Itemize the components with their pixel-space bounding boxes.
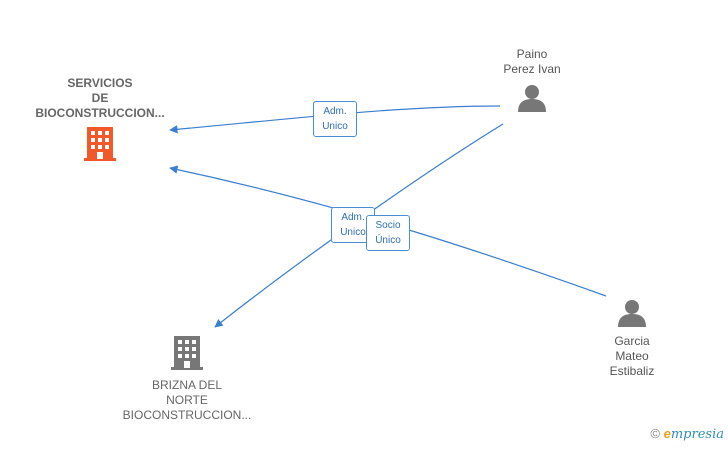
edge-label-adm-unico: Adm. Unico (313, 101, 357, 137)
company-name: BRIZNA DEL NORTE BIOCONSTRUCCION... (122, 378, 252, 422)
person-node-paino[interactable]: Paino Perez Ivan (480, 47, 584, 118)
person-name: Paino Perez Ivan (503, 47, 561, 76)
person-icon (518, 85, 546, 112)
company-name: SERVICIOS DE BIOCONSTRUCCION... (35, 76, 165, 120)
building-icon (171, 336, 203, 370)
company-node-servicios[interactable]: SERVICIOS DE BIOCONSTRUCCION... (20, 76, 180, 166)
person-icon (618, 300, 646, 327)
person-node-garcia[interactable]: Garcia Mateo Estibaliz (580, 298, 684, 379)
edge-label-socio-unico: Socio Único (366, 215, 410, 251)
person-name: Garcia Mateo Estibaliz (609, 334, 655, 378)
company-node-brizna[interactable]: BRIZNA DEL NORTE BIOCONSTRUCCION... (107, 336, 267, 423)
copyright-symbol: © (650, 426, 660, 441)
brand-e: e (663, 426, 671, 441)
building-icon (84, 127, 116, 161)
brand-text: mpresia (670, 427, 724, 442)
empresia-logo: © empresia (650, 426, 724, 442)
